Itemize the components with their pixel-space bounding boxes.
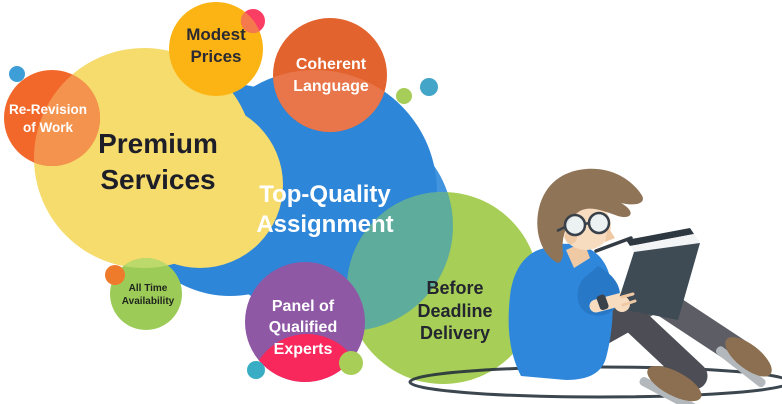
- student-writing-illustration: [408, 168, 782, 404]
- nose: [605, 227, 615, 242]
- coherent-blue-overlap: [273, 70, 387, 132]
- fingers: [620, 292, 637, 307]
- book-pages: [630, 234, 700, 255]
- book-front-cover: [616, 243, 700, 320]
- pen: [594, 236, 633, 253]
- re-revision-yellow-overlap: [34, 70, 100, 166]
- glasses: [556, 211, 611, 237]
- book-back-cover: [626, 228, 694, 246]
- teal-dot-bottom: [247, 361, 265, 379]
- bubble-modest-prices: [169, 2, 263, 96]
- orange-dot: [105, 265, 125, 285]
- bubble-premium-services-right: [117, 102, 283, 268]
- far-shoe: [715, 337, 772, 388]
- hair: [537, 168, 643, 263]
- near-shoe: [639, 365, 702, 404]
- bubble-all-time: [110, 258, 182, 330]
- teal-dot: [420, 78, 438, 96]
- olive-dot-bottom: [339, 351, 363, 375]
- panel-pink-overlap: [250, 334, 364, 382]
- wrist-watch: [596, 294, 609, 311]
- green-dot: [396, 88, 412, 104]
- blue-dot: [9, 66, 25, 82]
